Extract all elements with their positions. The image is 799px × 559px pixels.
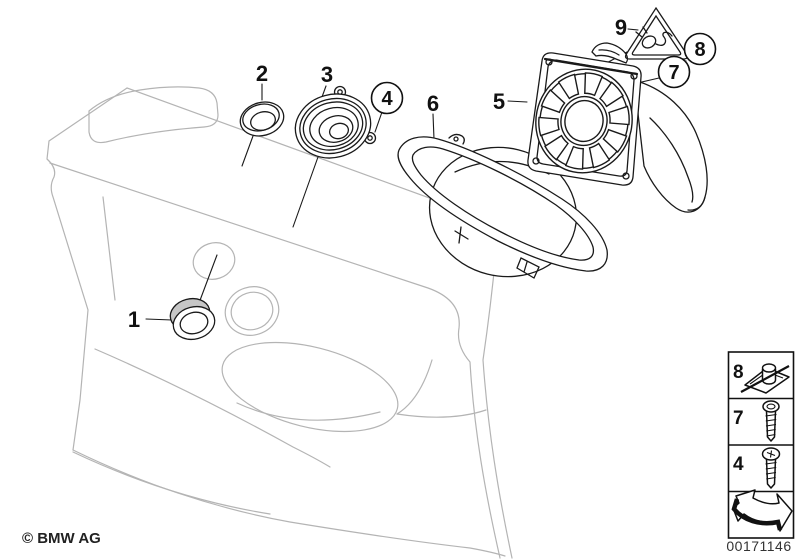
grille-slot xyxy=(557,73,580,100)
grille-slot xyxy=(540,89,566,114)
woofer-gasket-edge xyxy=(543,57,639,76)
connector-warning-triangle-icon xyxy=(624,6,689,60)
woofer-arm-tip xyxy=(687,196,706,211)
leader-3 xyxy=(321,85,327,98)
window-switch-recess xyxy=(88,86,219,144)
part-5-woofer-drawing xyxy=(527,42,708,213)
part-3-speaker-drawing xyxy=(294,85,377,159)
grille-slot xyxy=(564,145,584,170)
part-2-ring-drawing xyxy=(239,101,285,137)
grille-slot xyxy=(584,72,604,97)
legend-row-8[interactable]: 8 xyxy=(733,362,790,394)
callout-4-label: 4 xyxy=(381,88,393,110)
callout-8[interactable]: 8 xyxy=(683,32,717,66)
leader-1-to-hole xyxy=(198,254,218,304)
callout-7[interactable]: 7 xyxy=(657,55,691,89)
midrange-hole-outer xyxy=(224,286,280,336)
leader-1 xyxy=(145,318,173,321)
legend-row-continuation[interactable] xyxy=(731,489,793,532)
legend-row-4[interactable]: 4 xyxy=(733,447,781,489)
door-pull-bowl xyxy=(221,341,399,433)
copyright-notice: © BMW AG xyxy=(22,530,101,547)
callout-1[interactable]: 1 xyxy=(128,307,140,332)
panel-bottom-edge xyxy=(72,449,506,557)
woofer-grille xyxy=(535,68,633,174)
callout-6[interactable]: 6 xyxy=(427,91,439,116)
continuation-arrow-icon xyxy=(731,489,793,532)
document-number: 00171146 xyxy=(726,538,792,554)
woofer-magnet-arm xyxy=(636,81,708,213)
clip-nut-icon xyxy=(740,363,790,394)
grille-slot xyxy=(588,142,611,169)
armrest-end-contour xyxy=(396,359,433,415)
legend-row-7-label: 7 xyxy=(733,408,744,429)
grille-slot xyxy=(599,81,624,108)
part-1-face-inner xyxy=(179,311,209,335)
leader-4 xyxy=(374,111,383,133)
legend-box: 8 7 4 xyxy=(727,351,795,539)
tweeter-hole xyxy=(192,242,236,280)
callout-2[interactable]: 2 xyxy=(256,61,268,86)
callouts: 1 2 3 5 6 9 4 8 7 xyxy=(128,15,717,332)
armrest-join-contour xyxy=(396,409,487,418)
callout-4[interactable]: 4 xyxy=(370,81,404,115)
callout-9[interactable]: 9 xyxy=(615,15,627,40)
grille-slot xyxy=(538,116,560,137)
grille-slot xyxy=(602,128,628,153)
pan-head-screw-icon xyxy=(762,400,780,442)
callout-3[interactable]: 3 xyxy=(321,62,333,87)
panel-top-edge-inner xyxy=(49,162,501,559)
oval-head-screw-icon xyxy=(761,447,781,489)
part-6-bracket-drawing xyxy=(397,133,608,279)
midrange-hole-inner xyxy=(230,291,274,331)
hoop-tabs xyxy=(448,133,540,279)
leader-5 xyxy=(507,100,528,103)
armrest-top-contour xyxy=(94,348,331,468)
callout-5[interactable]: 5 xyxy=(493,89,505,114)
panel-left-edge xyxy=(46,87,128,451)
woofer-corner-screw-holes xyxy=(532,58,638,180)
legend-row-8-label: 8 xyxy=(733,362,744,383)
armrest-lower-contour xyxy=(72,451,271,515)
grille-slot xyxy=(544,134,569,161)
woofer-connector-inner xyxy=(598,49,620,56)
part-1-cover-drawing xyxy=(169,297,216,341)
callout-7-label: 7 xyxy=(668,62,679,84)
legend-row-7[interactable]: 7 xyxy=(733,400,780,442)
door-pull-bowl-inner xyxy=(236,402,381,421)
woofer-arm-inner-line xyxy=(649,117,694,203)
leader-9 xyxy=(627,28,639,31)
hoop-outer xyxy=(397,136,608,272)
panel-crease xyxy=(102,196,116,301)
leader-2-stub xyxy=(241,135,254,167)
door-panel-drawing xyxy=(46,86,513,559)
grille-slot xyxy=(608,105,630,126)
legend-row-4-label: 4 xyxy=(733,454,744,475)
leader-3-stub xyxy=(292,156,319,228)
woofer-grille-slots xyxy=(538,72,630,170)
plug-glyph xyxy=(635,26,673,49)
callout-8-label: 8 xyxy=(694,39,705,61)
leader-6 xyxy=(432,113,435,140)
